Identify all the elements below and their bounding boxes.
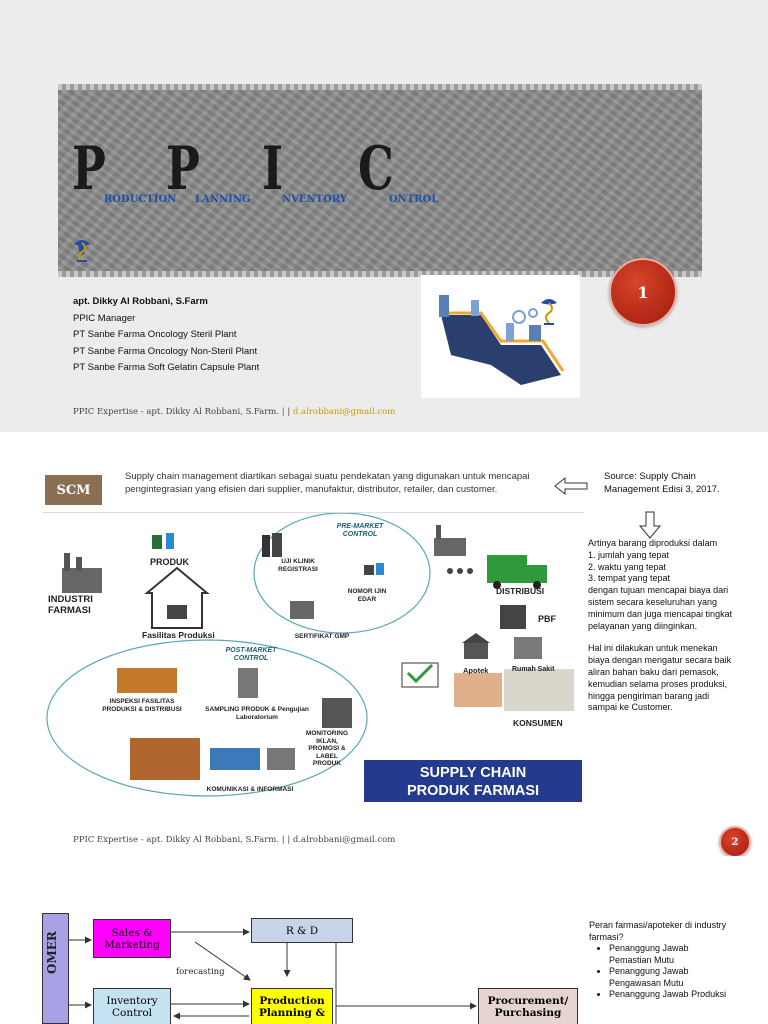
- banner-line-2: PRODUK FARMASI: [406, 783, 540, 799]
- nomor-izin-edar-label: NOMOR IJIN EDAR: [347, 588, 387, 603]
- role-list: Penanggung Jawab Pemastian Mutu Penanggu…: [589, 943, 729, 1001]
- title-word-production: RODUCTION: [104, 194, 177, 205]
- ppic-box: Production Planning &: [251, 988, 333, 1024]
- title-letter-i: I: [262, 134, 284, 204]
- rumah-sakit-label: Rumah Sakit: [512, 666, 555, 673]
- down-arrow-icon: [638, 511, 662, 539]
- pbf-label: PBF: [538, 614, 556, 624]
- fasilitas-produksi-label: Fasilitas Produksi: [142, 630, 215, 640]
- sertifikat-gmp-label: SERTIFIKAT GMP: [294, 633, 350, 640]
- title-letter-p2: P: [166, 134, 200, 204]
- author-line-3: PT Sanbe Farma Oncology Non-Steril Plant: [73, 346, 258, 357]
- role-item-1: Penanggung Jawab Pemastian Mutu: [609, 943, 729, 966]
- apotek-label: Apotek: [463, 666, 489, 675]
- scm-label: SCM: [45, 475, 102, 505]
- author-line-1: PPIC Manager: [73, 313, 136, 324]
- footer-text: PPIC Expertise - apt. Dikky Al Robbani, …: [73, 407, 291, 417]
- produk-label: PRODUK: [150, 557, 190, 567]
- pre-market-label: PRE-MARKET CONTROL: [336, 523, 384, 538]
- inventory-control-box: Inventory Control: [93, 988, 171, 1024]
- title-letter-p1: P: [72, 134, 106, 204]
- komunikasi-label: KOMUNIKASI & INFORMASI: [206, 786, 294, 793]
- procurement-box: Procurement/ Purchasing: [478, 988, 578, 1024]
- factory-illustration: [421, 275, 580, 398]
- banner-line-1: SUPPLY CHAIN: [419, 765, 527, 781]
- author-name: apt. Dikky Al Robbani, S.Farm: [73, 296, 208, 307]
- source-citation: Source: Supply Chain Management Edisi 3,…: [604, 471, 720, 495]
- meaning-continuation: dengan tujuan mencapai biaya dari sistem…: [588, 585, 733, 631]
- author-line-4: PT Sanbe Farma Soft Gelatin Capsule Plan…: [73, 362, 260, 373]
- footer: PPIC Expertise - apt. Dikky Al Robbani, …: [73, 407, 395, 417]
- slide-cover: P RODUCTION P LANNING I NVENTORY C ONTRO…: [0, 0, 768, 432]
- left-arrow-icon: [554, 476, 588, 496]
- sales-marketing-box: Sales & Marketing: [93, 919, 171, 958]
- meaning-item-1: 1. jumlah yang tepat: [588, 549, 670, 560]
- role-title: Peran farmasi/apoteker di industry farma…: [589, 920, 727, 942]
- footer-2: PPIC Expertise - apt. Dikky Al Robbani, …: [73, 835, 396, 845]
- role-item-3: Penanggung Jawab Produksi: [609, 989, 729, 1001]
- supply-chain-banner: SUPPLY CHAIN PRODUK FARMASI: [364, 760, 582, 802]
- footer-email: d.alrobbani@gmail.com: [292, 407, 396, 417]
- page-number-badge-2: 2: [719, 826, 751, 858]
- pharmacy-icon: [74, 240, 90, 262]
- sales-marketing-label: Sales & Marketing: [104, 926, 160, 951]
- forecasting-label: forecasting: [176, 967, 225, 977]
- title-letter-c: C: [358, 134, 394, 204]
- uji-klinik-label: UJI KLINIK REGISTRASI: [278, 558, 318, 573]
- scm-definition: Supply chain management diartikan sebaga…: [125, 471, 530, 495]
- title-word-inventory: NVENTORY: [282, 194, 347, 205]
- monitoring-label: MONITORING IKLAN, PROMOSI & LABEL PRODUK: [305, 730, 349, 767]
- rnd-label: R & D: [285, 924, 319, 937]
- title-banner: [58, 84, 702, 277]
- post-market-label: POST-MARKET CONTROL: [225, 647, 277, 662]
- procurement-label: Procurement/ Purchasing: [487, 994, 569, 1019]
- meaning-intro: Artinya barang diproduksi dalam: [588, 538, 718, 548]
- meaning-item-2: 2. waktu yang tepat: [588, 561, 667, 572]
- page-number-badge: 1: [609, 258, 677, 326]
- title-word-planning: LANNING: [195, 194, 251, 205]
- supply-chain-diagram: [42, 512, 584, 803]
- explanation-paragraph: Hal ini dilakukan untuk menekan biaya de…: [588, 643, 732, 713]
- rnd-box: R & D: [251, 918, 353, 943]
- inspeksi-label: INSPEKSI FASILITAS PRODUKSI & DISTRIBUSI: [102, 698, 182, 713]
- diagram-shapes: [46, 513, 574, 797]
- distribusi-label: DISTRIBUSI: [496, 586, 545, 596]
- pharmacist-role: Peran farmasi/apoteker di industry farma…: [589, 920, 729, 1001]
- title-word-control: ONTROL: [389, 194, 439, 205]
- ppic-label: Production Planning &: [258, 994, 326, 1019]
- industri-farmasi-label: INDUSTRI FARMASI: [48, 594, 93, 616]
- flow-arrows: [69, 928, 477, 1024]
- inventory-control-label: Inventory Control: [106, 994, 158, 1019]
- meaning-item-3: 3. tempat yang tepat: [588, 573, 671, 584]
- explanation-text: Artinya barang diproduksi dalam 1. jumla…: [588, 538, 738, 714]
- sampling-label: SAMPLING PRODUK & Pengujian Laboratorium: [205, 706, 309, 721]
- author-line-2: PT Sanbe Farma Oncology Steril Plant: [73, 329, 237, 340]
- konsumen-label: KONSUMEN: [513, 718, 563, 728]
- role-item-2: Penanggung Jawab Pengawasan Mutu: [609, 966, 729, 989]
